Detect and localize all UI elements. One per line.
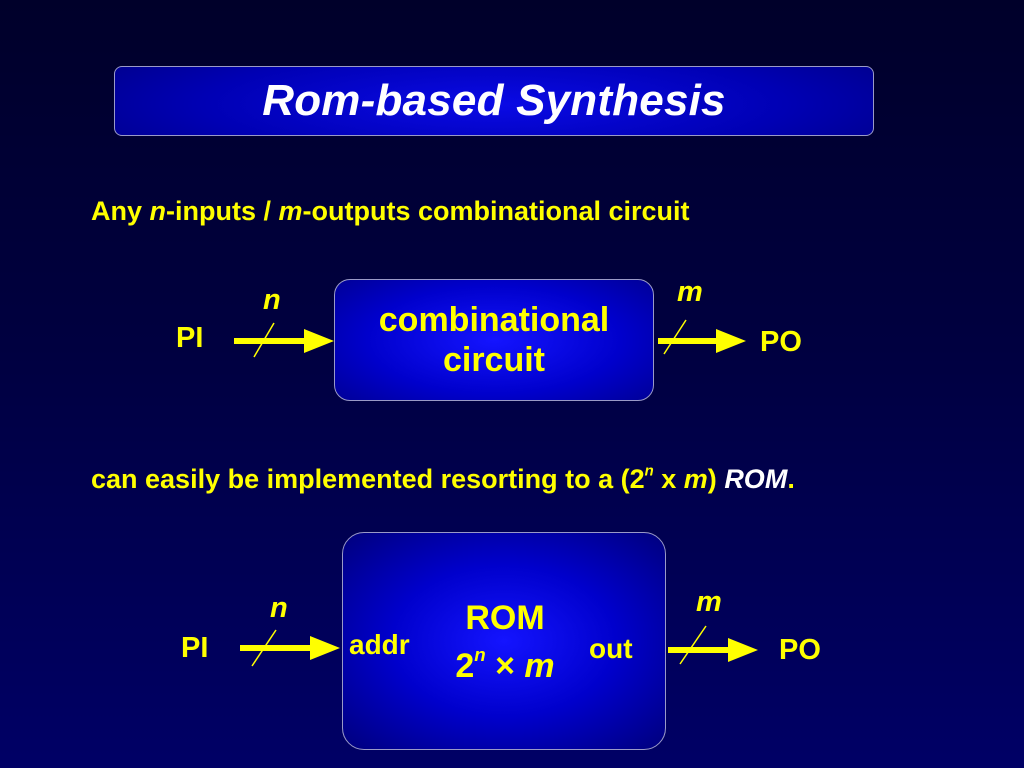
bus-slash-icon [663,319,687,355]
combinational-circuit-box: combinational circuit [334,279,654,401]
statement-close: ) [707,464,717,494]
po-label-2: PO [779,634,821,666]
arrow-pi-to-rom [240,629,340,667]
pi-label-2: PI [181,632,209,664]
bus-slash-icon [679,625,707,665]
statement-rom: ROM [724,464,788,494]
po-label-1: PO [760,326,802,358]
rom-size: 2n × m [343,644,667,686]
bus-slash-icon [253,322,275,358]
title-box: Rom-based Synthesis [114,66,874,136]
statement-period: . [787,464,795,494]
output-width-m-1: m [677,276,703,308]
input-width-n-1: n [263,284,281,316]
rom-size-times: × [485,647,525,685]
arrow-rom-to-po [668,625,758,665]
arrow-comb-to-po [658,319,746,355]
intro-n: n [149,196,167,226]
comb-box-line1: combinational [378,301,610,339]
output-width-m-2: m [696,586,722,618]
statement-text: can easily be implemented resorting to a… [91,462,911,497]
statement-exp-n: n [644,463,654,480]
input-width-n-2: n [270,592,288,624]
pi-label-1: PI [176,322,204,354]
statement-m: m [683,464,708,494]
intro-m: m [278,196,303,226]
rom-size-base: 2 [455,647,475,685]
intro-prefix: Any [91,196,150,226]
rom-addr-label: addr [349,629,410,660]
intro-suffix: -outputs combinational circuit [302,196,690,226]
slide-title: Rom-based Synthesis [262,76,726,125]
rom-size-m: m [524,647,555,685]
statement-x: x [653,464,684,494]
rom-out-label: out [589,633,633,664]
comb-box-line2: circuit [442,341,546,379]
statement-main: can easily be implemented resorting to a… [91,464,645,494]
rom-box: ROM 2n × m addr out [342,532,666,750]
rom-size-exp: n [474,644,486,666]
intro-text: Any n-inputs / m-outputs combinational c… [91,196,690,227]
rom-title: ROM [465,599,545,637]
bus-slash-icon [251,629,277,667]
intro-middle: -inputs / [166,196,279,226]
arrow-pi-to-comb [234,322,334,358]
